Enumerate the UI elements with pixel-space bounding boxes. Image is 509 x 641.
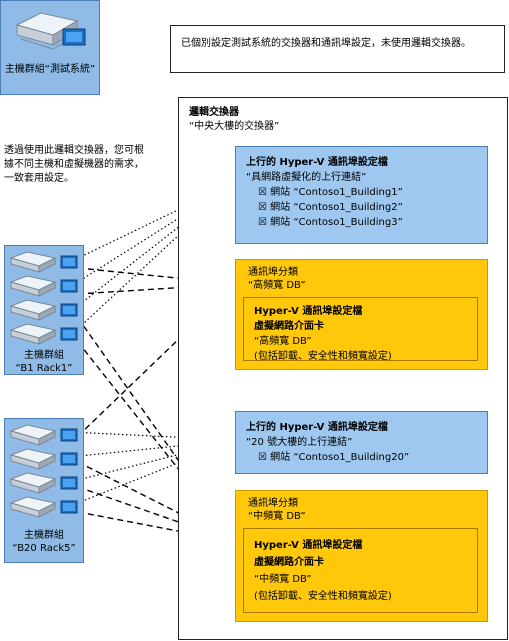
port-class-title: 通訊埠分類	[248, 498, 298, 509]
logical-switch-name: “中央大樓的交換器”	[189, 121, 280, 132]
server-rack-icon	[9, 424, 78, 518]
vnic-profile-title: Hyper-V 通訊埠設定檔	[254, 306, 363, 317]
side-note-line: 一致套用設定。	[4, 173, 74, 184]
vnic-profile-name: “中頻寬 DB”	[254, 574, 312, 585]
host-group-test-label: 主機群組“測試系統”	[4, 64, 96, 75]
host-group-label-line: “B1 Rack1”	[15, 363, 73, 374]
server-rack-icon	[9, 251, 78, 345]
dashed-connector	[77, 486, 237, 543]
vnic-profile-subtitle: 虛擬網路介面卡	[254, 557, 324, 568]
host-group-b1-rack1[interactable]: 主機群組 “B1 Rack1”	[4, 245, 84, 375]
vnic-profile-desc: (包括卸載、安全性和頻寬設定)	[254, 351, 392, 362]
site-item: ☒ 網站 “Contoso1_Building20”	[258, 452, 410, 463]
uplink-profile-title: 上行的 Hyper-V 通訊埠設定檔	[246, 422, 388, 433]
host-group-label-line: “B20 Rack5”	[12, 543, 76, 554]
uplink-port-profile-2[interactable]: 上行的 Hyper-V 通訊埠設定檔 “20 號大樓的上行連結” ☒ 網站 “C…	[235, 411, 488, 474]
host-group-b20-rack5[interactable]: 主機群組 “B20 Rack5”	[4, 418, 84, 563]
uplink-profile-name: “具網路虛擬化的上行連結”	[246, 172, 367, 183]
side-note-line: 據不同主機和虛擬機器的需求，	[4, 159, 144, 170]
host-group-label-line: 主機群組	[24, 350, 64, 361]
site-item: ☒ 網站 “Contoso1_Building2”	[258, 202, 403, 213]
dashed-connector	[77, 317, 237, 543]
site-item: ☒ 網站 “Contoso1_Building3”	[258, 217, 403, 228]
vnic-profile-title: Hyper-V 通訊埠設定檔	[254, 540, 363, 551]
dotted-connector	[69, 181, 237, 288]
dotted-connector	[69, 439, 237, 483]
uplink-profile-title: 上行的 Hyper-V 通訊埠設定檔	[246, 157, 388, 168]
host-group-b20-label: 主機群組 “B20 Rack5”	[5, 529, 83, 555]
site-item: ☒ 網站 “Contoso1_Building1”	[258, 187, 403, 198]
vnic-profile-subtitle: 虛擬網路介面卡	[254, 321, 324, 332]
vnic-profile-name: “高頻寬 DB”	[254, 336, 312, 347]
port-class-name: “中頻寬 DB”	[248, 511, 306, 522]
test-system-note: 已個別設定測試系統的交換器和通訊埠設定，未使用邏輯交換器。	[170, 25, 505, 73]
port-class-title: 通訊埠分類	[248, 267, 298, 278]
uplink-port-profile-1[interactable]: 上行的 Hyper-V 通訊埠設定檔 “具網路虛擬化的上行連結” ☒ 網站 “C…	[235, 146, 488, 244]
dotted-connector	[69, 181, 237, 313]
host-group-test-system[interactable]: 主機群組“測試系統”	[0, 0, 100, 95]
uplink-profile-name: “20 號大樓的上行連結”	[246, 437, 353, 448]
vnic-profile-desc: (包括卸載、安全性和頻寬設定)	[254, 591, 392, 602]
side-note: 透過使用此邏輯交換器，您可根 據不同主機和虛擬機器的需求， 一致套用設定。	[4, 144, 174, 186]
vnic-port-profile-1[interactable]: Hyper-V 通訊埠設定檔 虛擬網路介面卡 “高頻寬 DB” (包括卸載、安全…	[243, 297, 478, 362]
vnic-port-profile-2[interactable]: Hyper-V 通訊埠設定檔 虛擬網路介面卡 “中頻寬 DB” (包括卸載、安全…	[243, 528, 478, 613]
test-system-note-text: 已個別設定測試系統的交換器和通訊埠設定，未使用邏輯交換器。	[181, 38, 471, 49]
logical-switch-title: 邏輯交換器	[189, 107, 239, 118]
host-group-label-line: 主機群組	[24, 530, 64, 541]
port-class-name: “高頻寬 DB”	[248, 280, 306, 291]
host-group-b1-label: 主機群組 “B1 Rack1”	[5, 349, 83, 375]
side-note-line: 透過使用此邏輯交換器，您可根	[4, 145, 144, 156]
dotted-connector	[69, 181, 237, 263]
server-stack-icon	[15, 12, 86, 50]
